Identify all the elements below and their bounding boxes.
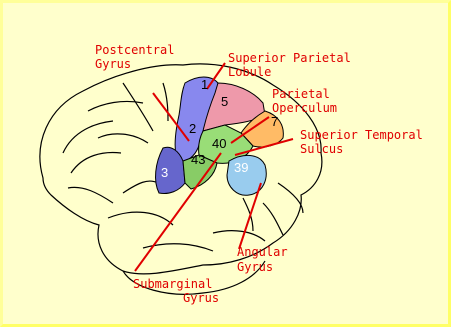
area-3-label: 3 [161, 165, 168, 180]
area-7-label: 7 [271, 114, 278, 129]
area-2-label: 2 [189, 121, 196, 136]
angular-gyrus-label-line1: Angular [237, 245, 288, 259]
area-5-label: 5 [221, 94, 228, 109]
angular-gyrus-label-line2: Gyrus [237, 260, 273, 274]
area-1-label: 1 [201, 77, 208, 92]
area-39-label: 39 [234, 160, 248, 175]
brain-diagram: 1 2 3 5 7 40 43 39 Postcentral Gyrus Sup… [3, 3, 451, 330]
parietal-operculum-label-line2: Operculum [272, 101, 337, 115]
superior-parietal-label-line2: Lobule [228, 65, 271, 79]
superior-temporal-label-line2: Sulcus [300, 142, 343, 156]
submarginal-gyrus-label-line1: Submarginal [133, 277, 212, 291]
superior-temporal-label-line1: Superior Temporal [300, 128, 423, 142]
submarginal-gyrus-label-line2: Gyrus [183, 291, 219, 305]
postcentral-gyrus-label-line2: Gyrus [95, 57, 131, 71]
area-43-label: 43 [191, 152, 205, 167]
parietal-operculum-label-line1: Parietal [272, 87, 330, 101]
superior-parietal-label-line1: Superior Parietal [228, 51, 351, 65]
postcentral-gyrus-label-line1: Postcentral [95, 43, 174, 57]
area-40-label: 40 [212, 136, 226, 151]
